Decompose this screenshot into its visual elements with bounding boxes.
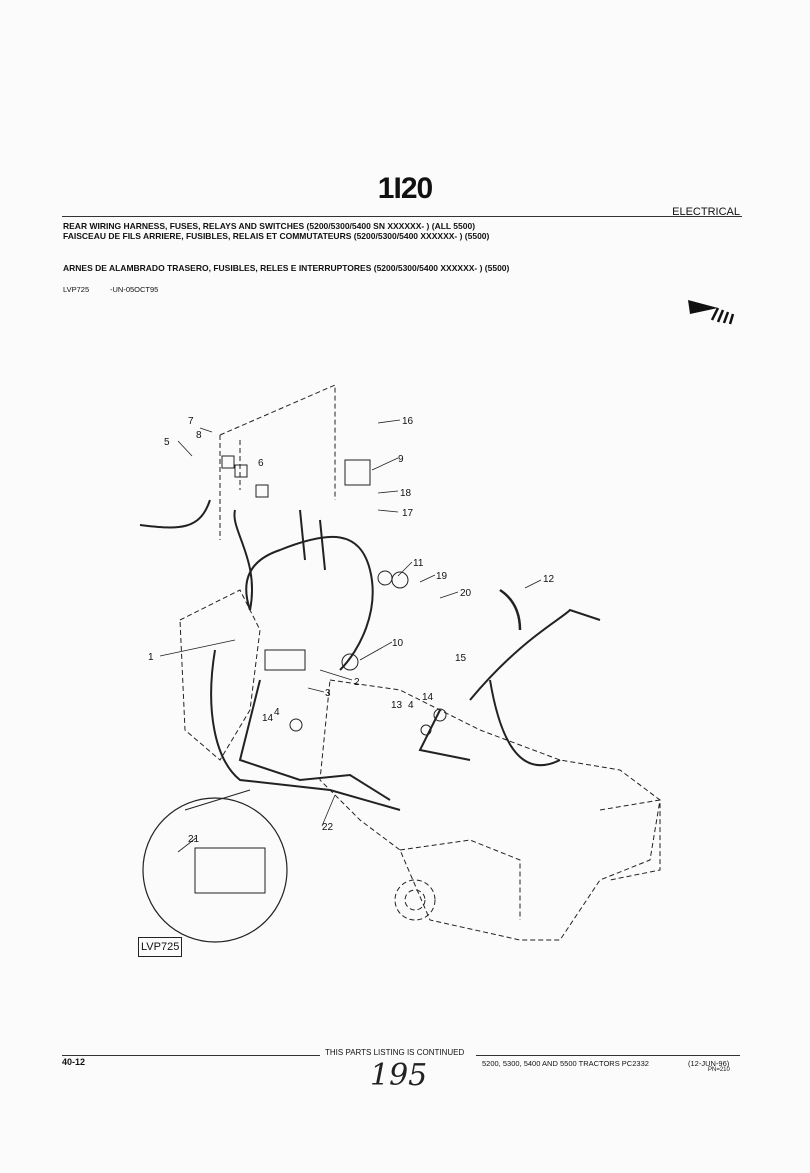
callout-12: 12	[543, 574, 555, 585]
callout-2: 2	[354, 677, 360, 688]
callout-10: 10	[392, 638, 404, 649]
callout-14: 14	[262, 713, 274, 724]
group-code-title: 1I20	[377, 172, 433, 205]
callout-5: 5	[164, 437, 170, 448]
title-spanish: ARNES DE ALAMBRADO TRASERO, FUSIBLES, RE…	[63, 263, 510, 273]
handwritten-page-number: 195	[370, 1058, 428, 1093]
figure-label: LVP725	[138, 937, 183, 957]
header-divider	[62, 216, 742, 217]
callout-11: 11	[413, 558, 424, 569]
section-label: ELECTRICAL	[672, 206, 740, 218]
footer-divider-right	[476, 1055, 740, 1056]
components	[221, 455, 447, 736]
pn-code: PN=210	[708, 1067, 730, 1073]
callout-17: 17	[402, 508, 414, 519]
callout-1: 1	[148, 652, 154, 663]
callout-4: 4	[408, 700, 414, 711]
callout-18: 18	[400, 488, 412, 499]
callout-7: 7	[188, 416, 194, 427]
title-french: FAISCEAU DE FILS ARRIERE, FUSIBLES, RELA…	[63, 231, 490, 241]
callout-13: 13	[391, 700, 403, 711]
title-english: REAR WIRING HARNESS, FUSES, RELAYS AND S…	[63, 221, 476, 231]
callout-14: 14	[422, 692, 434, 703]
callout-4: 4	[274, 707, 280, 718]
callout-20: 20	[460, 588, 472, 599]
callout-6: 6	[258, 458, 264, 469]
callout-22: 22	[322, 822, 334, 833]
callout-15: 15	[455, 653, 467, 664]
catalog-title: 5200, 5300, 5400 AND 5500 TRACTORS PC233…	[482, 1059, 649, 1068]
continued-note: THIS PARTS LISTING IS CONTINUED	[325, 1048, 465, 1057]
tractor-outline	[179, 384, 661, 941]
exploded-parts-diagram: 7 8 5 6 16 9 18 17 11 19 20 12 1 10 15 2…	[139, 384, 661, 943]
callout-3: 3	[325, 688, 331, 699]
callout-9: 9	[398, 454, 404, 465]
catalog-date: (12-JUN-96)	[688, 1059, 730, 1068]
callout-19: 19	[436, 571, 448, 582]
callout-21: 21	[188, 834, 200, 845]
direction-arrow-icon	[688, 300, 735, 325]
wiring-harness	[139, 499, 601, 811]
inset-detail	[142, 797, 288, 943]
illustration-id: LVP725	[63, 285, 90, 294]
illustration-date: -UN-05OCT95	[110, 285, 159, 294]
callout-8: 8	[196, 430, 202, 441]
callout-16: 16	[402, 416, 414, 427]
page-number: 40-12	[62, 1057, 86, 1067]
footer-divider-left	[62, 1055, 320, 1056]
